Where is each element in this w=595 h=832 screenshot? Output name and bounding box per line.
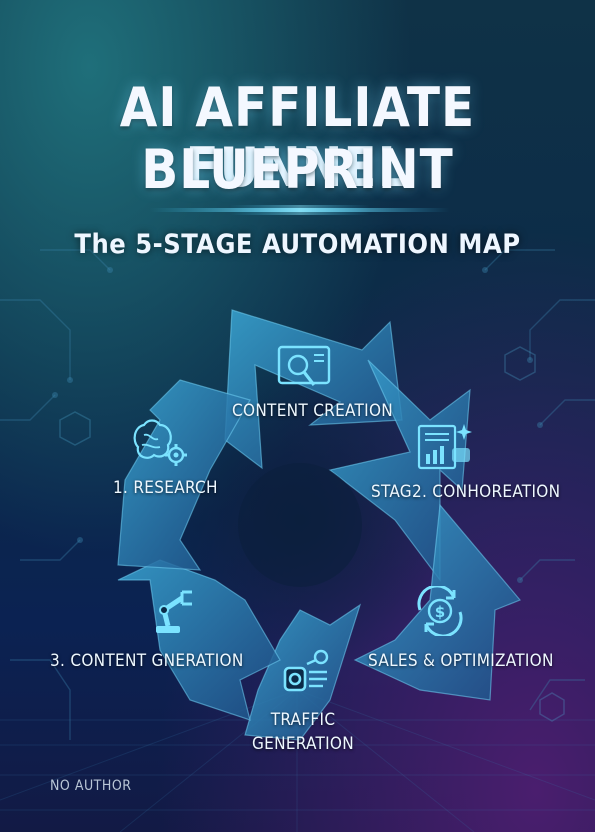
stage-label-content-creation: CONTENT CREATION <box>232 401 394 421</box>
arrow-segment-content-creation <box>224 309 403 470</box>
arrow-segment-research <box>117 379 251 571</box>
title-line-2: BLUEPRINT <box>141 138 454 201</box>
author-credit: NO AUTHOR <box>50 778 132 794</box>
stage-label-research: 1. RESEARCH <box>113 478 218 498</box>
title-line-1: AI AFFILIATE FUNNEL <box>119 76 476 199</box>
arrow-segment-sales <box>353 503 521 701</box>
dollar-cycle-icon: $ <box>417 586 463 636</box>
speaker-icon <box>283 649 329 692</box>
subtitle: The 5-STAGE AUTOMATION MAP <box>74 229 521 260</box>
cycle-diagram <box>117 309 521 741</box>
chart-document-icon <box>417 424 472 470</box>
stage-label-stage2: STAG2. CONHOREATION <box>371 482 561 502</box>
stage-label-sales: SALES & OPTIMIZATION <box>368 651 554 671</box>
magnifier-document-icon <box>277 345 331 386</box>
robot-arm-icon <box>156 590 192 633</box>
stage-label-traffic: TRAFFIC GENERATION <box>251 710 354 754</box>
brain-gear-icon <box>133 419 187 466</box>
stage-label-content-generation: 3. CONTENT GNERATION <box>50 651 244 671</box>
svg-text:$: $ <box>435 603 445 621</box>
